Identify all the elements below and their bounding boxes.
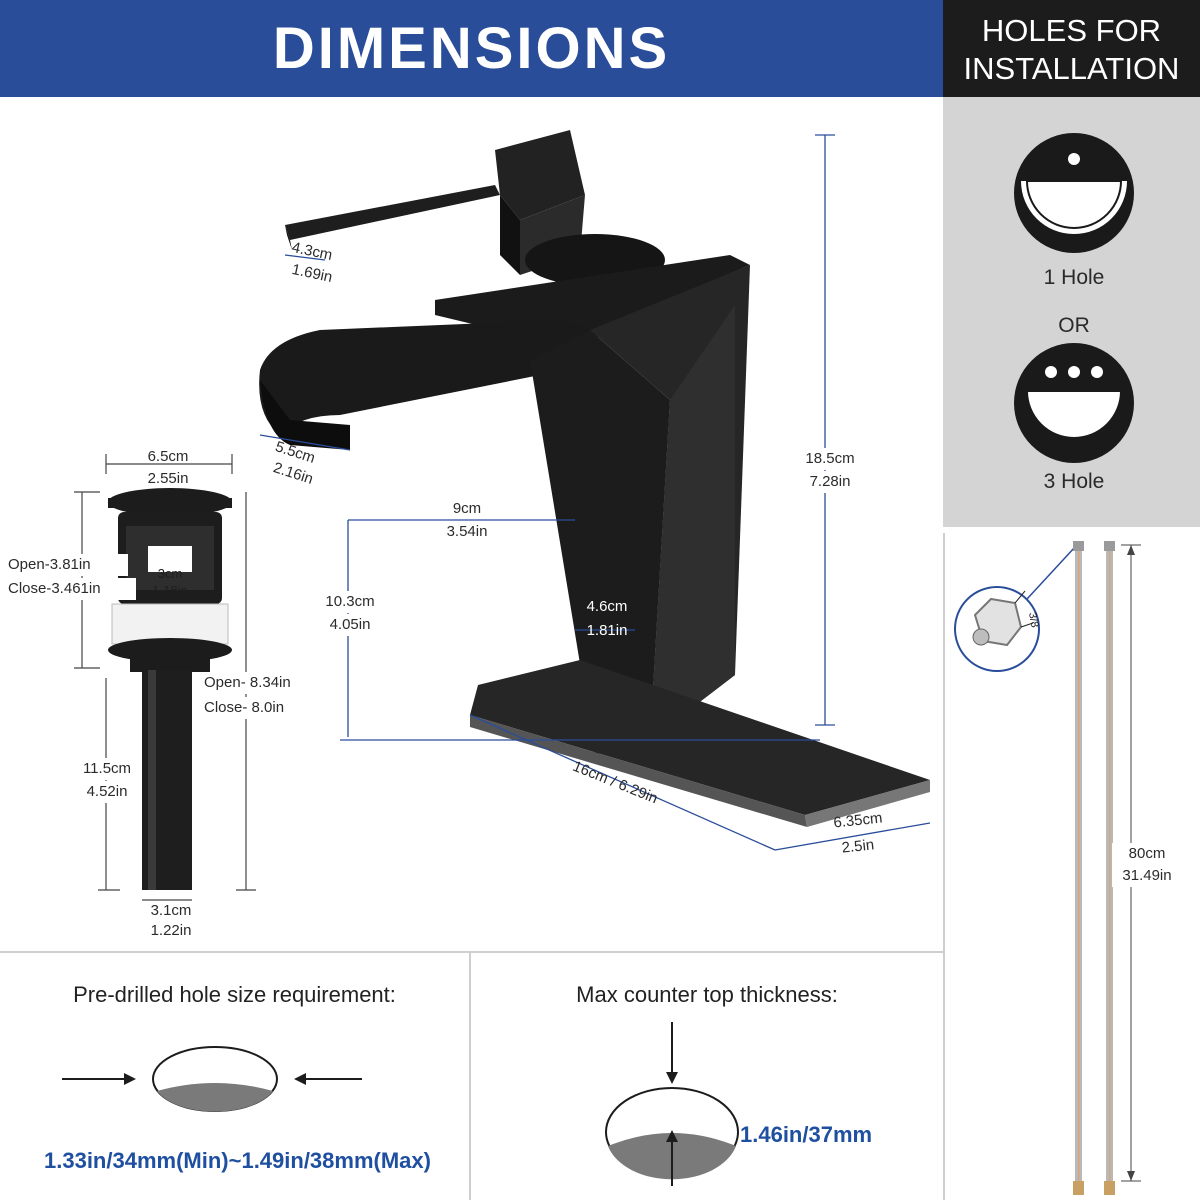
- side-header-banner: [943, 0, 1200, 97]
- body-width-in: 1.81in: [586, 622, 628, 639]
- pre-drilled-title: Pre-drilled hole size requirement:: [73, 982, 396, 1007]
- drain-open-height: Open-3.81in: [8, 554, 128, 576]
- drain-body-cm: 3cm: [157, 566, 183, 581]
- bottom-vertical-divider: [469, 953, 471, 1200]
- total-height-cm: 18.5cm: [792, 448, 868, 470]
- hose-lines: [1073, 541, 1115, 1195]
- pre-drilled-hole-diagram: [62, 1046, 362, 1112]
- or-label: OR: [1058, 314, 1090, 337]
- header-banner: [0, 0, 943, 97]
- page-title: DIMENSIONS: [272, 16, 671, 81]
- tail-dia-in: 1.22in: [150, 922, 192, 939]
- hose-length-in: 31.49in: [1112, 865, 1182, 887]
- tail-length-in: 4.52in: [72, 781, 142, 803]
- bottom-divider: [0, 951, 943, 953]
- spout-height-in: 4.05in: [312, 614, 388, 636]
- drain-body-in: 1.18in: [152, 583, 188, 598]
- one-hole-sink-icon: [1014, 133, 1134, 253]
- spout-height-cm: 10.3cm: [312, 591, 388, 613]
- cap-width-cm: 6.5cm: [147, 448, 189, 465]
- drain-total-close: Close- 8.0in: [204, 697, 316, 719]
- holes-illustration: [1014, 133, 1134, 463]
- hose-length-cm: 80cm: [1112, 843, 1182, 865]
- nut-size-text: 3/8: [1026, 611, 1040, 628]
- tail-length-cm: 11.5cm: [72, 758, 142, 780]
- cap-width-in: 2.55in: [147, 470, 189, 487]
- one-hole-label: 1 Hole: [1043, 266, 1105, 289]
- total-height-in: 7.28in: [792, 471, 868, 493]
- tail-dia-cm: 3.1cm: [150, 902, 192, 919]
- reach-cm: 9cm: [452, 500, 482, 517]
- side-header-title: HOLES FOR INSTALLATION: [963, 13, 1180, 86]
- faucet-illustration: [259, 130, 931, 851]
- counter-thickness-diagram: [605, 1022, 739, 1186]
- three-hole-label: 3 Hole: [1043, 470, 1105, 493]
- three-hole-sink-icon: [1014, 343, 1134, 463]
- drain-illustration: [74, 454, 256, 901]
- reach-in: 3.54in: [446, 523, 488, 540]
- counter-title: Max counter top thickness:: [576, 982, 838, 1007]
- body-width-cm: 4.6cm: [586, 598, 628, 615]
- counter-value: 1.46in/37mm: [740, 1122, 873, 1147]
- hose-illustration: 3/8: [954, 541, 1141, 1195]
- pre-drilled-value: 1.33in/34mm(Min)~1.49in/38mm(Max): [44, 1148, 431, 1173]
- drain-total-open: Open- 8.34in: [204, 672, 316, 694]
- drain-close-height: Close-3.461in: [8, 578, 136, 600]
